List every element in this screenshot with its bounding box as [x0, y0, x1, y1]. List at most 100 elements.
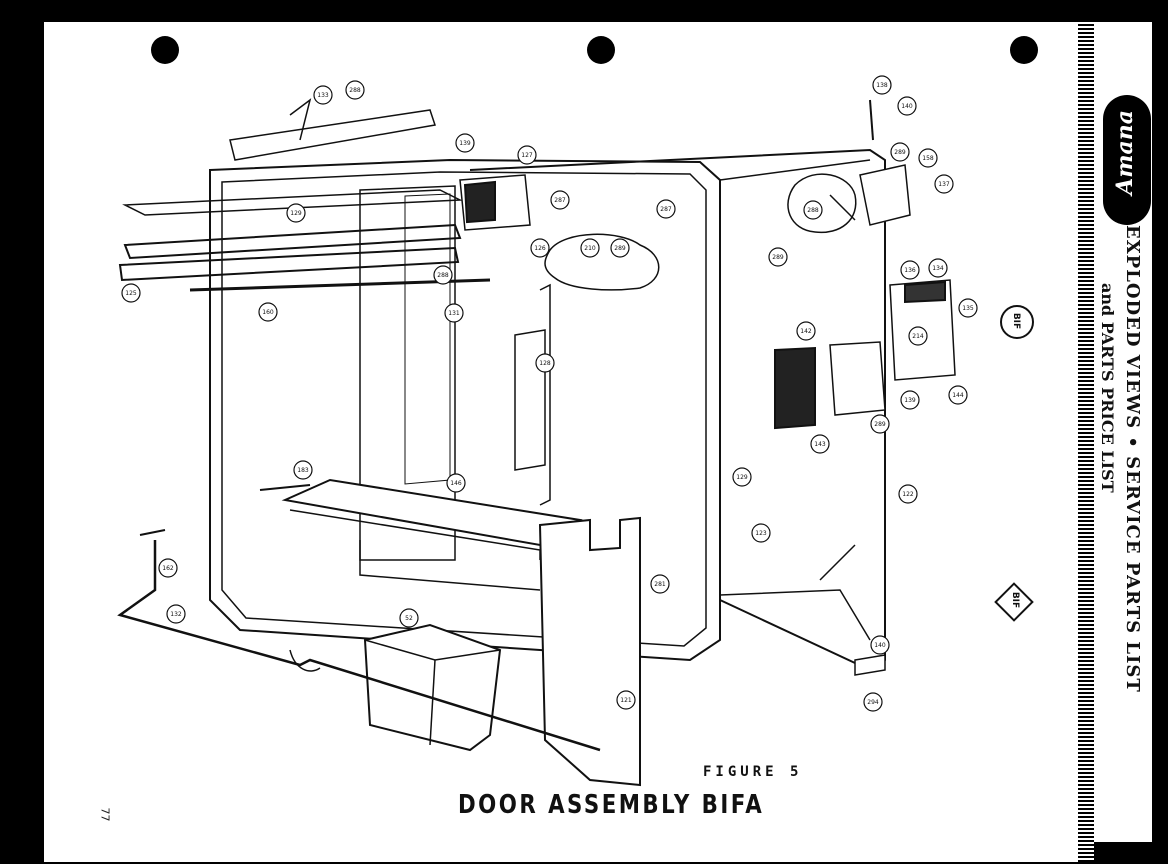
part-number: 294: [867, 699, 879, 706]
part-callout: 288: [433, 265, 453, 285]
part-number: 144: [952, 392, 964, 399]
part-callout: 288: [345, 80, 365, 100]
part-callout: 123: [751, 523, 771, 543]
part-number: 281: [654, 581, 666, 588]
amana-logo: [1103, 95, 1151, 225]
part-number: 126: [534, 245, 546, 252]
part-number: 139: [459, 140, 471, 147]
part-number: 140: [901, 103, 913, 110]
part-number: 121: [620, 697, 632, 704]
part-callout: 289: [870, 414, 890, 434]
figure-label: FIGURE 5: [703, 764, 803, 780]
part-callout: 158: [918, 148, 938, 168]
part-number: 210: [584, 245, 596, 252]
part-callout: 132: [166, 604, 186, 624]
part-number: 288: [807, 207, 819, 214]
part-number: 146: [450, 480, 462, 487]
bif-circle-stamp: BIF: [1000, 305, 1034, 339]
part-number: 287: [554, 197, 566, 204]
part-number: 289: [874, 421, 886, 428]
part-callout: 135: [958, 298, 978, 318]
drawing-title: DOOR ASSEMBLY BIFA: [458, 790, 765, 820]
part-callout: 139: [900, 390, 920, 410]
part-callout: 137: [934, 174, 954, 194]
part-number: 289: [772, 254, 784, 261]
part-callout: 210: [580, 238, 600, 258]
part-callout: 139: [455, 133, 475, 153]
part-number: 123: [755, 530, 767, 537]
part-callout: 134: [928, 258, 948, 278]
part-callout: 289: [890, 142, 910, 162]
part-number: 136: [904, 267, 916, 274]
punch-hole: [587, 36, 615, 64]
part-callout: 287: [550, 190, 570, 210]
part-callout: 289: [610, 238, 630, 258]
part-number: 128: [539, 360, 551, 367]
part-callout: 294: [863, 692, 883, 712]
punch-hole: [1010, 36, 1038, 64]
part-callout: 183: [293, 460, 313, 480]
part-number: 138: [876, 82, 888, 89]
part-callout: 121: [616, 690, 636, 710]
part-callout: 160: [258, 302, 278, 322]
part-callout: 136: [900, 260, 920, 280]
part-callout: 142: [796, 321, 816, 341]
part-callout: 125: [121, 283, 141, 303]
part-number: 143: [814, 441, 826, 448]
part-callout: 281: [650, 574, 670, 594]
part-number: 288: [437, 272, 449, 279]
part-number: 142: [800, 328, 812, 335]
part-number: 129: [736, 474, 748, 481]
part-number: 183: [297, 467, 309, 474]
part-number: 289: [614, 245, 626, 252]
sidebar-heading: EXPLODED VIEWS • SERVICE PARTS LIST: [1122, 225, 1143, 693]
part-callout: 287: [656, 199, 676, 219]
part-number: 288: [349, 87, 361, 94]
part-callout: 131: [444, 303, 464, 323]
part-callouts: 133 288 139 127 129 287 126 210 289 125 160 288 131 1…: [121, 75, 978, 712]
brand-name: Amana: [1112, 110, 1138, 195]
part-callout: 289: [768, 247, 788, 267]
part-callout: 144: [948, 385, 968, 405]
part-callout: 133: [313, 85, 333, 105]
part-number: 132: [170, 611, 182, 618]
page-number: 77: [98, 807, 112, 822]
part-number: 139: [904, 397, 916, 404]
part-number: 125: [125, 290, 137, 297]
part-callout: 52: [399, 608, 419, 628]
part-callout: 122: [898, 484, 918, 504]
part-callout: 128: [535, 353, 555, 373]
part-callout: 146: [446, 473, 466, 493]
part-callout: 138: [872, 75, 892, 95]
part-callout: 143: [810, 434, 830, 454]
part-callout: 162: [158, 558, 178, 578]
part-number: 52: [405, 615, 413, 622]
part-number: 162: [162, 565, 174, 572]
part-callout: 140: [897, 96, 917, 116]
part-number: 160: [262, 309, 274, 316]
part-number: 137: [938, 181, 950, 188]
binding-stripe: [1078, 22, 1094, 862]
part-number: 133: [317, 92, 329, 99]
punch-hole: [151, 36, 179, 64]
part-callout: 129: [286, 203, 306, 223]
part-number: 214: [912, 333, 924, 340]
part-number: 289: [894, 149, 906, 156]
sidebar-subheading: and PARTS PRICE LIST: [1098, 283, 1117, 493]
part-callout: 214: [908, 326, 928, 346]
part-callout: 129: [732, 467, 752, 487]
part-number: 134: [932, 265, 944, 272]
part-callout: 140: [870, 635, 890, 655]
part-number: 122: [902, 491, 914, 498]
part-number: 158: [922, 155, 934, 162]
part-callout: 126: [530, 238, 550, 258]
part-number: 127: [521, 152, 533, 159]
part-number: 135: [962, 305, 974, 312]
part-number: 140: [874, 642, 886, 649]
part-number: 129: [290, 210, 302, 217]
part-number: 131: [448, 310, 460, 317]
part-callout: 127: [517, 145, 537, 165]
part-number: 287: [660, 206, 672, 213]
part-callout: 288: [803, 200, 823, 220]
